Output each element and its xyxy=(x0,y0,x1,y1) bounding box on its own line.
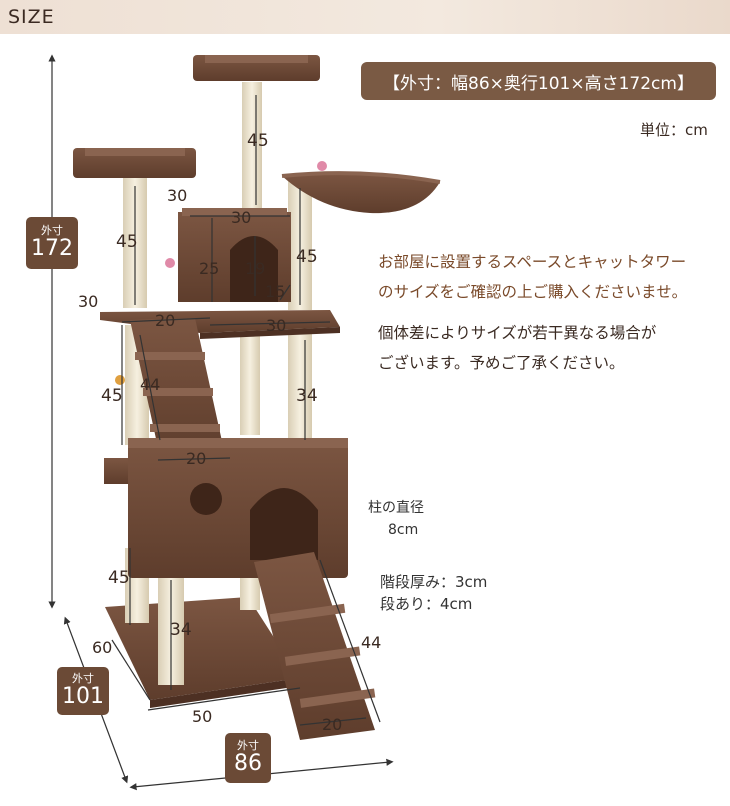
upper-ladder xyxy=(130,318,225,457)
lower-ladder xyxy=(254,552,376,740)
outer-dimensions-badge: 【外寸：幅86×奥行101×高さ172cm】 xyxy=(361,62,716,100)
stairs-thickness: 階段厚み：3cm xyxy=(380,573,488,591)
pillar-diameter-label: 柱の直径 xyxy=(368,500,424,516)
dim-left-post-upper: 45 xyxy=(116,232,138,252)
header-title: SIZE xyxy=(8,6,55,28)
top-perch xyxy=(193,55,320,81)
dim-right-post-mid: 34 xyxy=(296,386,318,406)
dim-box-top-left: 30 xyxy=(167,186,188,205)
upper-cube-house xyxy=(178,208,291,302)
dim-left-post-low: 45 xyxy=(108,568,130,588)
lower-box-house xyxy=(104,438,348,578)
dim-base-depth: 60 xyxy=(92,638,113,657)
height-badge-label: 外寸 xyxy=(41,224,63,237)
depth-badge-value: 101 xyxy=(62,684,104,709)
note-line-3: 個体差によりサイズが若干異なる場合が xyxy=(378,324,657,342)
pillar-diameter-value: 8cm xyxy=(388,522,419,538)
dim-box-width: 30 xyxy=(231,208,252,227)
dim-top-post: 45 xyxy=(247,131,269,151)
dim-box-door: 19 xyxy=(245,259,266,278)
width-badge-value: 86 xyxy=(234,751,262,776)
dim-base-width: 50 xyxy=(192,707,213,726)
dim-right-platform: 30 xyxy=(266,316,287,335)
depth-badge: 外寸 101 xyxy=(57,667,109,715)
dim-upper-ladder: 44 xyxy=(140,375,161,394)
dim-box-depth: 15 xyxy=(265,282,286,301)
dim-box-height: 25 xyxy=(199,259,220,278)
width-badge: 外寸 86 xyxy=(225,733,271,783)
dim-platform-depth: 20 xyxy=(155,311,176,330)
stairs-step: 段あり：4cm xyxy=(380,595,473,613)
hammock-basket xyxy=(281,171,441,214)
stairs-note: 階段厚み：3cm 段あり：4cm xyxy=(380,571,487,615)
space-note: お部屋に設置するスペースとキャットタワー のサイズをご確認の上ご購入くださいませ… xyxy=(378,247,687,307)
dim-left-post-mid: 45 xyxy=(101,386,123,406)
left-upper-perch xyxy=(73,148,196,178)
variance-note: 個体差によりサイズが若干異なる場合が ございます。予めご了承ください。 xyxy=(378,318,656,378)
note-line-1: お部屋に設置するスペースとキャットタワー xyxy=(378,253,687,271)
header-bar: SIZE xyxy=(0,0,730,34)
dim-right-post-upper: 45 xyxy=(296,247,318,267)
width-badge-label: 外寸 xyxy=(237,739,259,752)
depth-badge-label: 外寸 xyxy=(72,672,94,685)
height-badge: 外寸 172 xyxy=(26,217,78,269)
height-badge-value: 172 xyxy=(31,236,73,261)
dim-left-platform: 30 xyxy=(78,292,99,311)
dim-lower-ladder: 44 xyxy=(361,633,382,652)
note-line-2: のサイズをご確認の上ご購入くださいませ。 xyxy=(378,283,688,301)
unit-label: 単位：cm xyxy=(640,121,708,139)
tower-base xyxy=(105,597,300,708)
dim-center-post-low: 34 xyxy=(170,620,192,640)
note-line-4: ございます。予めご了承ください。 xyxy=(378,354,625,372)
dim-lower-ladder-width: 20 xyxy=(322,715,343,734)
pillar-diameter-note: 柱の直径 8cm xyxy=(368,497,424,541)
cat-tower-diagram xyxy=(48,54,441,791)
dim-big-box-width: 20 xyxy=(186,449,207,468)
